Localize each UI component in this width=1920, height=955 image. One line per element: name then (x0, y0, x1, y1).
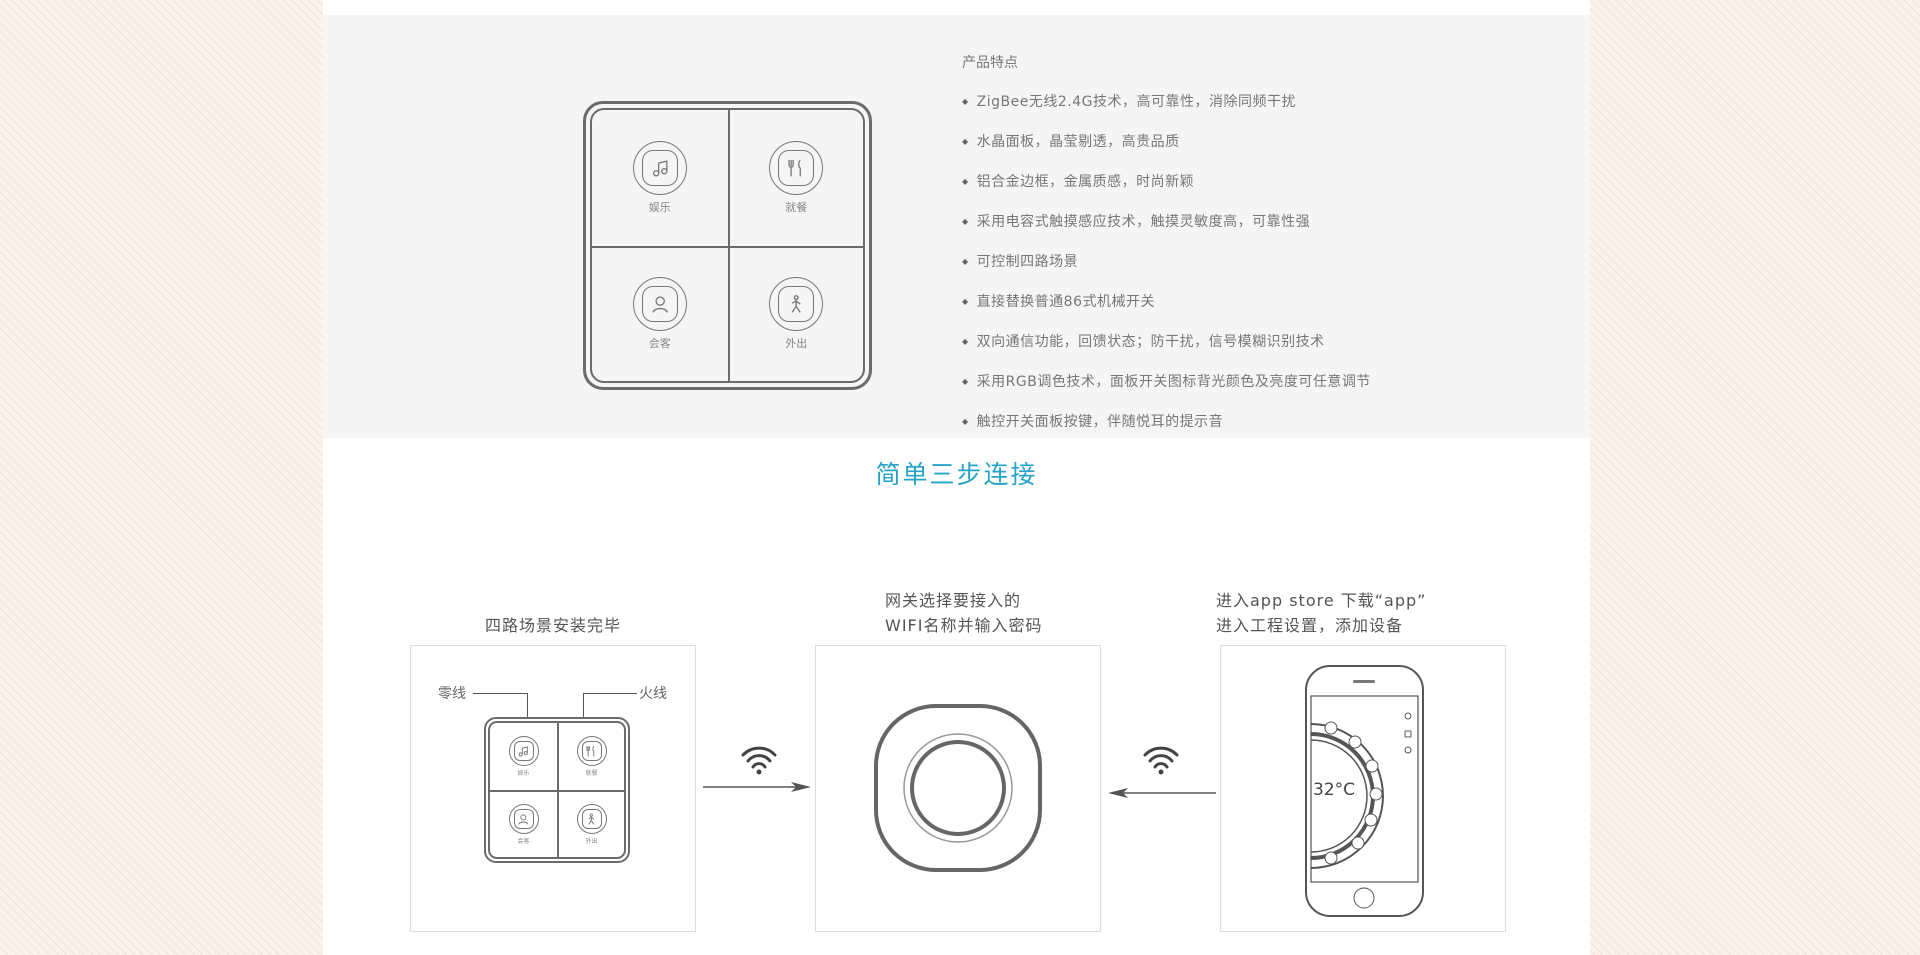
step3-label-line2: 进入工程设置，添加设备 (1216, 616, 1404, 635)
step2-label-line1: 网关选择要接入的 (885, 591, 1022, 610)
scene-switch-panel-image: 娱乐 就餐 会客 外出 (583, 101, 872, 390)
smartphone-app-icon (1305, 665, 1424, 917)
wifi-icon (741, 746, 777, 769)
feature-item: 采用RGB调色技术，面板开关图标背光颜色及亮度可任意调节 (962, 372, 1371, 412)
step2-label: 网关选择要接入的 WIFI名称并输入密码 (885, 588, 1042, 638)
features-title: 产品特点 (962, 55, 1018, 71)
person-icon (513, 809, 534, 829)
step3-label-line1: 进入app store 下载“app” (1216, 591, 1427, 610)
walking-person-icon (581, 809, 602, 829)
person-icon (641, 286, 678, 323)
product-section: 娱乐 就餐 会客 外出 (323, 15, 1590, 438)
product-features: 产品特点 ZigBee无线2.4G技术，高可靠性，消除同频干扰 水晶面板，晶莹剔… (962, 52, 1371, 452)
walking-person-icon (778, 286, 815, 323)
switch-button-guest: 会客 (490, 790, 557, 857)
step3-box: 32°C (1220, 645, 1506, 932)
feature-item: 双向通信功能，回馈状态；防干扰，信号模糊识别技术 (962, 332, 1371, 372)
steps-title: 简单三步连接 (875, 460, 1038, 489)
fork-knife-icon (778, 149, 815, 186)
feature-item: ZigBee无线2.4G技术，高可靠性，消除同频干扰 (962, 92, 1371, 132)
switch-button-dining: 就餐 (727, 110, 864, 246)
neutral-wire-label: 零线 (438, 686, 466, 702)
switch-button-entertainment: 娱乐 (592, 110, 728, 246)
step3-label: 进入app store 下载“app” 进入工程设置，添加设备 (1216, 588, 1426, 638)
switch-button-away: 外出 (727, 245, 863, 381)
switch-button-away: 外出 (557, 790, 624, 857)
switch-button-dining: 就餐 (557, 723, 624, 790)
step2-box (815, 645, 1101, 932)
feature-item: 直接替换普通86式机械开关 (962, 292, 1371, 332)
music-note-icon (513, 741, 534, 761)
gateway-device-icon (874, 704, 1042, 872)
feature-item: 采用电容式触摸感应技术，触摸灵敏度高，可靠性强 (962, 212, 1371, 252)
wifi-icon (1143, 746, 1179, 769)
live-wire-label: 火线 (639, 686, 667, 702)
step2-label-line2: WIFI名称并输入密码 (885, 616, 1043, 635)
feature-item: 铝合金边框，金属质感，时尚新颖 (962, 172, 1371, 212)
step1-label: 四路场景安装完毕 (484, 616, 621, 635)
feature-item: 可控制四路场景 (962, 252, 1371, 292)
switch-button-guest: 会客 (592, 245, 728, 382)
feature-item: 触控开关面板按键，伴随悦耳的提示音 (962, 412, 1371, 452)
wifi-arrow-left (1108, 746, 1216, 798)
switch-button-entertainment: 娱乐 (490, 723, 557, 790)
small-switch-panel-image: 娱乐 就餐 会客 外出 (484, 717, 630, 863)
feature-item: 水晶面板，晶莹剔透，高贵品质 (962, 132, 1371, 172)
temperature-readout: 32°C (1313, 780, 1356, 800)
live-wire-line (583, 693, 637, 718)
music-note-icon (641, 149, 678, 186)
fork-knife-icon (581, 741, 602, 761)
page-content: 娱乐 就餐 会客 外出 (323, 0, 1590, 955)
neutral-wire-line (473, 693, 528, 718)
wifi-arrow-right (703, 746, 811, 792)
